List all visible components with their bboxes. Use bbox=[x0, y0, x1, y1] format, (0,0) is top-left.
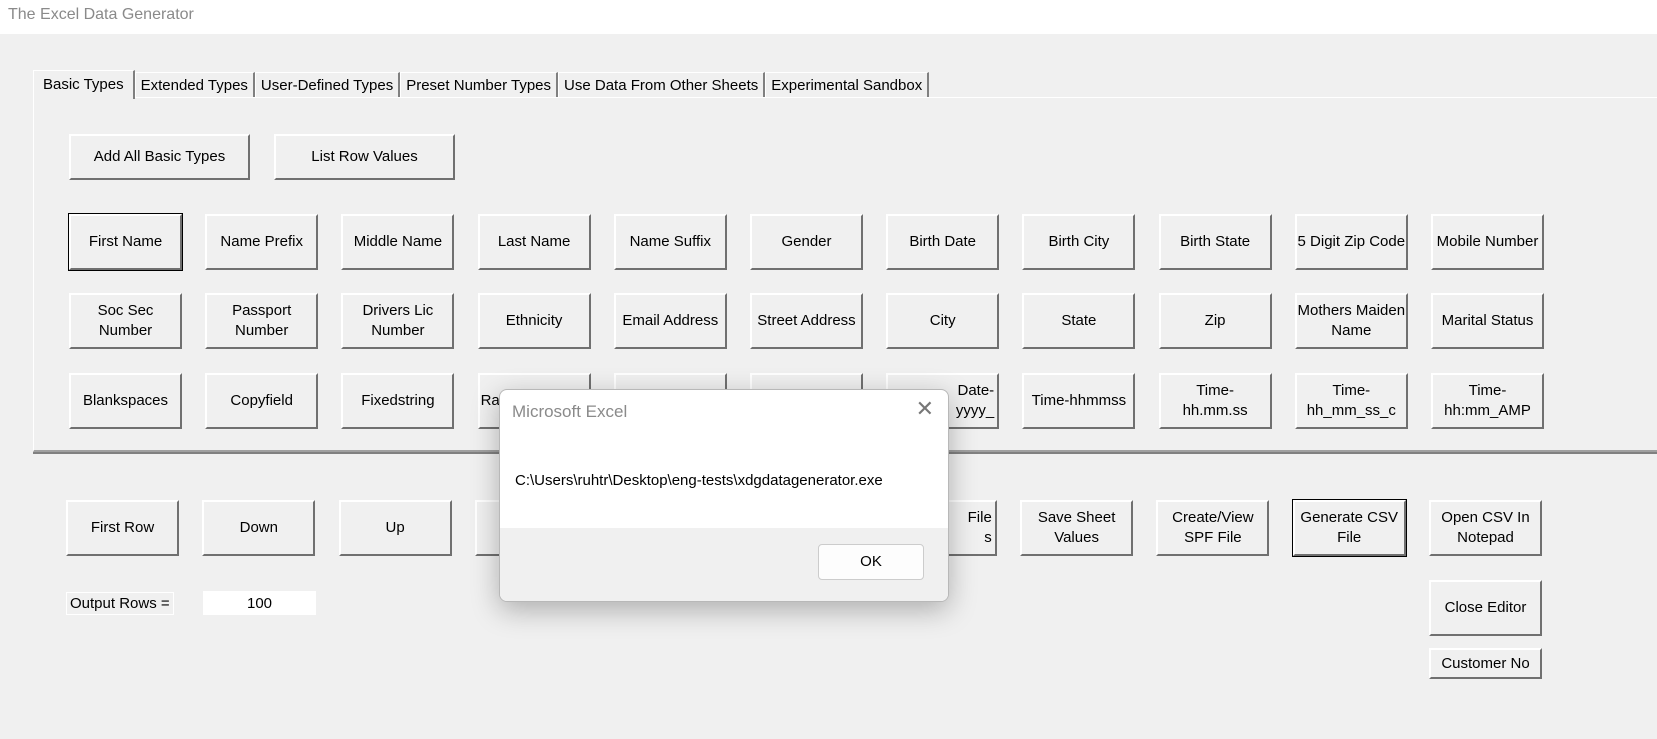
output-rows-input[interactable]: 100 bbox=[203, 591, 316, 615]
last-name-button[interactable]: Last Name bbox=[477, 214, 591, 270]
add-all-basic-types-button[interactable]: Add All Basic Types bbox=[69, 134, 250, 180]
customer-no-button[interactable]: Customer No bbox=[1429, 648, 1542, 679]
middle-name-button[interactable]: Middle Name bbox=[341, 214, 455, 270]
passport-number-button[interactable]: Passport Number bbox=[205, 293, 319, 349]
close-editor-button[interactable]: Close Editor bbox=[1429, 580, 1542, 636]
time-hh-mm-ss-c-button[interactable]: Time- hh_mm_ss_c bbox=[1294, 373, 1408, 429]
down-button[interactable]: Down bbox=[202, 500, 316, 556]
list-row-values-button[interactable]: List Row Values bbox=[274, 134, 455, 180]
birth-city-button[interactable]: Birth City bbox=[1022, 214, 1136, 270]
tab-user-defined-types[interactable]: User-Defined Types bbox=[254, 72, 401, 98]
up-button[interactable]: Up bbox=[338, 500, 452, 556]
window-title: The Excel Data Generator bbox=[8, 6, 194, 23]
tab-extended-types[interactable]: Extended Types bbox=[134, 72, 255, 98]
title-bar: The Excel Data Generator bbox=[0, 0, 1657, 34]
name-suffix-button[interactable]: Name Suffix bbox=[613, 214, 727, 270]
fixedstring-button[interactable]: Fixedstring bbox=[341, 373, 455, 429]
save-sheet-values-button[interactable]: Save Sheet Values bbox=[1020, 500, 1134, 556]
birth-state-button[interactable]: Birth State bbox=[1158, 214, 1272, 270]
generate-csv-file-button[interactable]: Generate CSV File bbox=[1291, 499, 1407, 557]
state-button[interactable]: State bbox=[1022, 293, 1136, 349]
street-address-button[interactable]: Street Address bbox=[750, 293, 863, 349]
dialog-footer: OK bbox=[500, 528, 948, 601]
open-csv-in-notepad-button[interactable]: Open CSV In Notepad bbox=[1429, 500, 1542, 556]
ok-button[interactable]: OK bbox=[818, 544, 924, 580]
ethnicity-button[interactable]: Ethnicity bbox=[477, 293, 591, 349]
5-digit-zip-code-button[interactable]: 5 Digit Zip Code bbox=[1294, 214, 1408, 270]
mothers-maiden-name-button[interactable]: Mothers Maiden Name bbox=[1294, 293, 1408, 349]
city-button[interactable]: City bbox=[886, 293, 1000, 349]
message-dialog: Microsoft Excel ✕ C:\Users\ruhtr\Desktop… bbox=[499, 389, 949, 602]
close-icon[interactable]: ✕ bbox=[915, 396, 934, 421]
time-hh-mm-amp-button[interactable]: Time- hh:mm_AMP bbox=[1431, 373, 1544, 429]
copyfield-button[interactable]: Copyfield bbox=[205, 373, 319, 429]
zip-button[interactable]: Zip bbox=[1158, 293, 1272, 349]
create-view-spf-file-button[interactable]: Create/View SPF File bbox=[1156, 500, 1270, 556]
tab-use-data-from-other-sheets[interactable]: Use Data From Other Sheets bbox=[558, 72, 766, 98]
first-name-button[interactable]: First Name bbox=[68, 213, 183, 271]
tab-experimental-sandbox[interactable]: Experimental Sandbox bbox=[765, 72, 930, 98]
email-address-button[interactable]: Email Address bbox=[613, 293, 727, 349]
gender-button[interactable]: Gender bbox=[750, 214, 863, 270]
time-hh-mm-ss-button[interactable]: Time- hh.mm.ss bbox=[1158, 373, 1272, 429]
birth-date-button[interactable]: Birth Date bbox=[886, 214, 1000, 270]
tab-basic-types[interactable]: Basic Types bbox=[33, 70, 135, 99]
dialog-message: C:\Users\ruhtr\Desktop\eng-tests\xdgdata… bbox=[515, 472, 883, 489]
output-rows-label: Output Rows = bbox=[66, 592, 174, 615]
blankspaces-button[interactable]: Blankspaces bbox=[69, 373, 182, 429]
first-row-button[interactable]: First Row bbox=[66, 500, 179, 556]
tab-preset-number-types[interactable]: Preset Number Types bbox=[400, 72, 559, 98]
drivers-lic-number-button[interactable]: Drivers Lic Number bbox=[341, 293, 455, 349]
dialog-title: Microsoft Excel bbox=[512, 402, 628, 421]
soc-sec-number-button[interactable]: Soc Sec Number bbox=[69, 293, 182, 349]
name-prefix-button[interactable]: Name Prefix bbox=[205, 214, 319, 270]
time-hhmmss-button[interactable]: Time-hhmmss bbox=[1022, 373, 1136, 429]
mobile-number-button[interactable]: Mobile Number bbox=[1431, 214, 1544, 270]
marital-status-button[interactable]: Marital Status bbox=[1431, 293, 1544, 349]
